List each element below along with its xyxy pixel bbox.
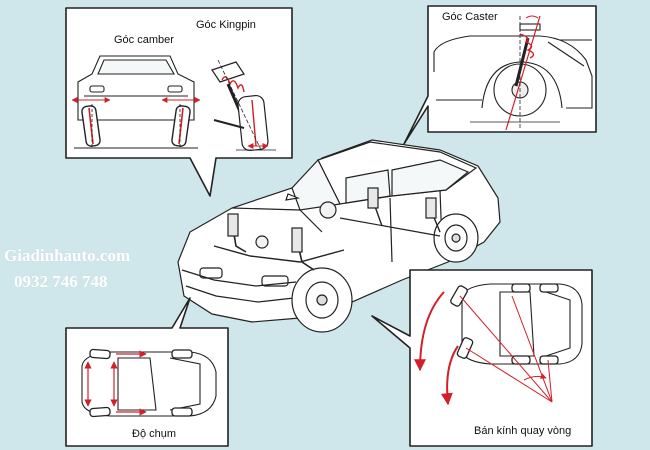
- kingpin-strut: [211, 59, 276, 153]
- caster-label: Góc Caster: [442, 11, 498, 23]
- central-car-illustration: [177, 139, 501, 333]
- caster-side-view: [433, 15, 593, 131]
- turning-radius-label: Bán kính quay vòng: [474, 425, 572, 437]
- camber-label: Góc camber: [114, 34, 174, 46]
- turning-top-view: [414, 283, 583, 406]
- camber-kingpin-panel: [65, 7, 293, 197]
- kingpin-label: Góc Kingpin: [196, 19, 256, 31]
- turning-radius-panel: [371, 269, 593, 447]
- watermark-site: Giadinhauto.com: [4, 246, 131, 265]
- caster-panel: [403, 5, 597, 145]
- toe-label: Độ chụm: [132, 428, 177, 440]
- toe-panel: [65, 297, 229, 447]
- camber-right-wheel: [161, 97, 201, 148]
- toe-top-view: [81, 348, 217, 418]
- car-front-view: [74, 55, 198, 149]
- watermark-phone: 0932 746 748: [14, 272, 108, 291]
- camber-left-wheel: [71, 97, 111, 148]
